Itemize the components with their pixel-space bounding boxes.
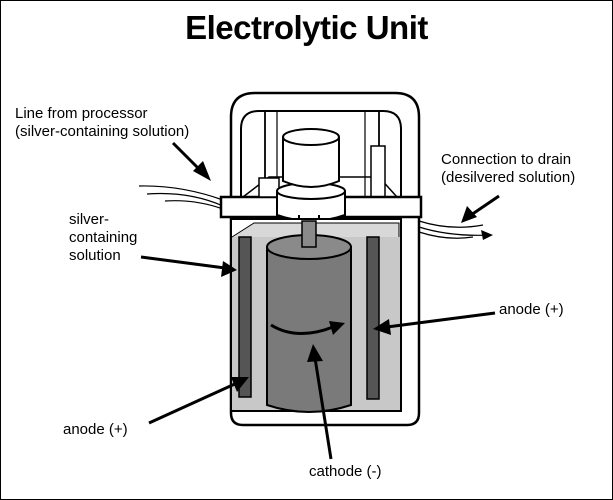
label-silver-solution-2: containing [69,229,138,246]
label-line-from-processor-1: Line from processor [15,105,148,122]
cathode-drum [266,220,352,413]
diagram-title: Electrolytic Unit [185,9,428,46]
outlet-arrowhead [481,230,493,240]
label-cathode: cathode (-) [309,463,382,480]
label-silver-solution: silver- containing solution [69,211,137,265]
label-connection-to-drain: Connection to drain (desilvered solution… [441,151,575,187]
anode-plate-left [238,236,252,398]
label-silver-solution-3: solution [69,247,121,264]
pointer-arrows [140,141,500,460]
label-anode-right: anode (+) [499,301,564,318]
label-silver-solution-1: silver- [69,211,109,228]
inlet-line [138,185,224,210]
rotation-arrow [270,323,334,336]
outlet-line [418,220,492,239]
label-line-from-processor-2: (silver-containing solution) [15,123,190,140]
label-anode-left: anode (+) [63,421,128,438]
label-line-from-processor: Line from processor (silver-containing s… [15,105,189,141]
label-connection-to-drain-1: Connection to drain [441,151,572,168]
label-connection-to-drain-2: (desilvered solution) [441,169,576,186]
anode-plate-right [366,236,380,400]
